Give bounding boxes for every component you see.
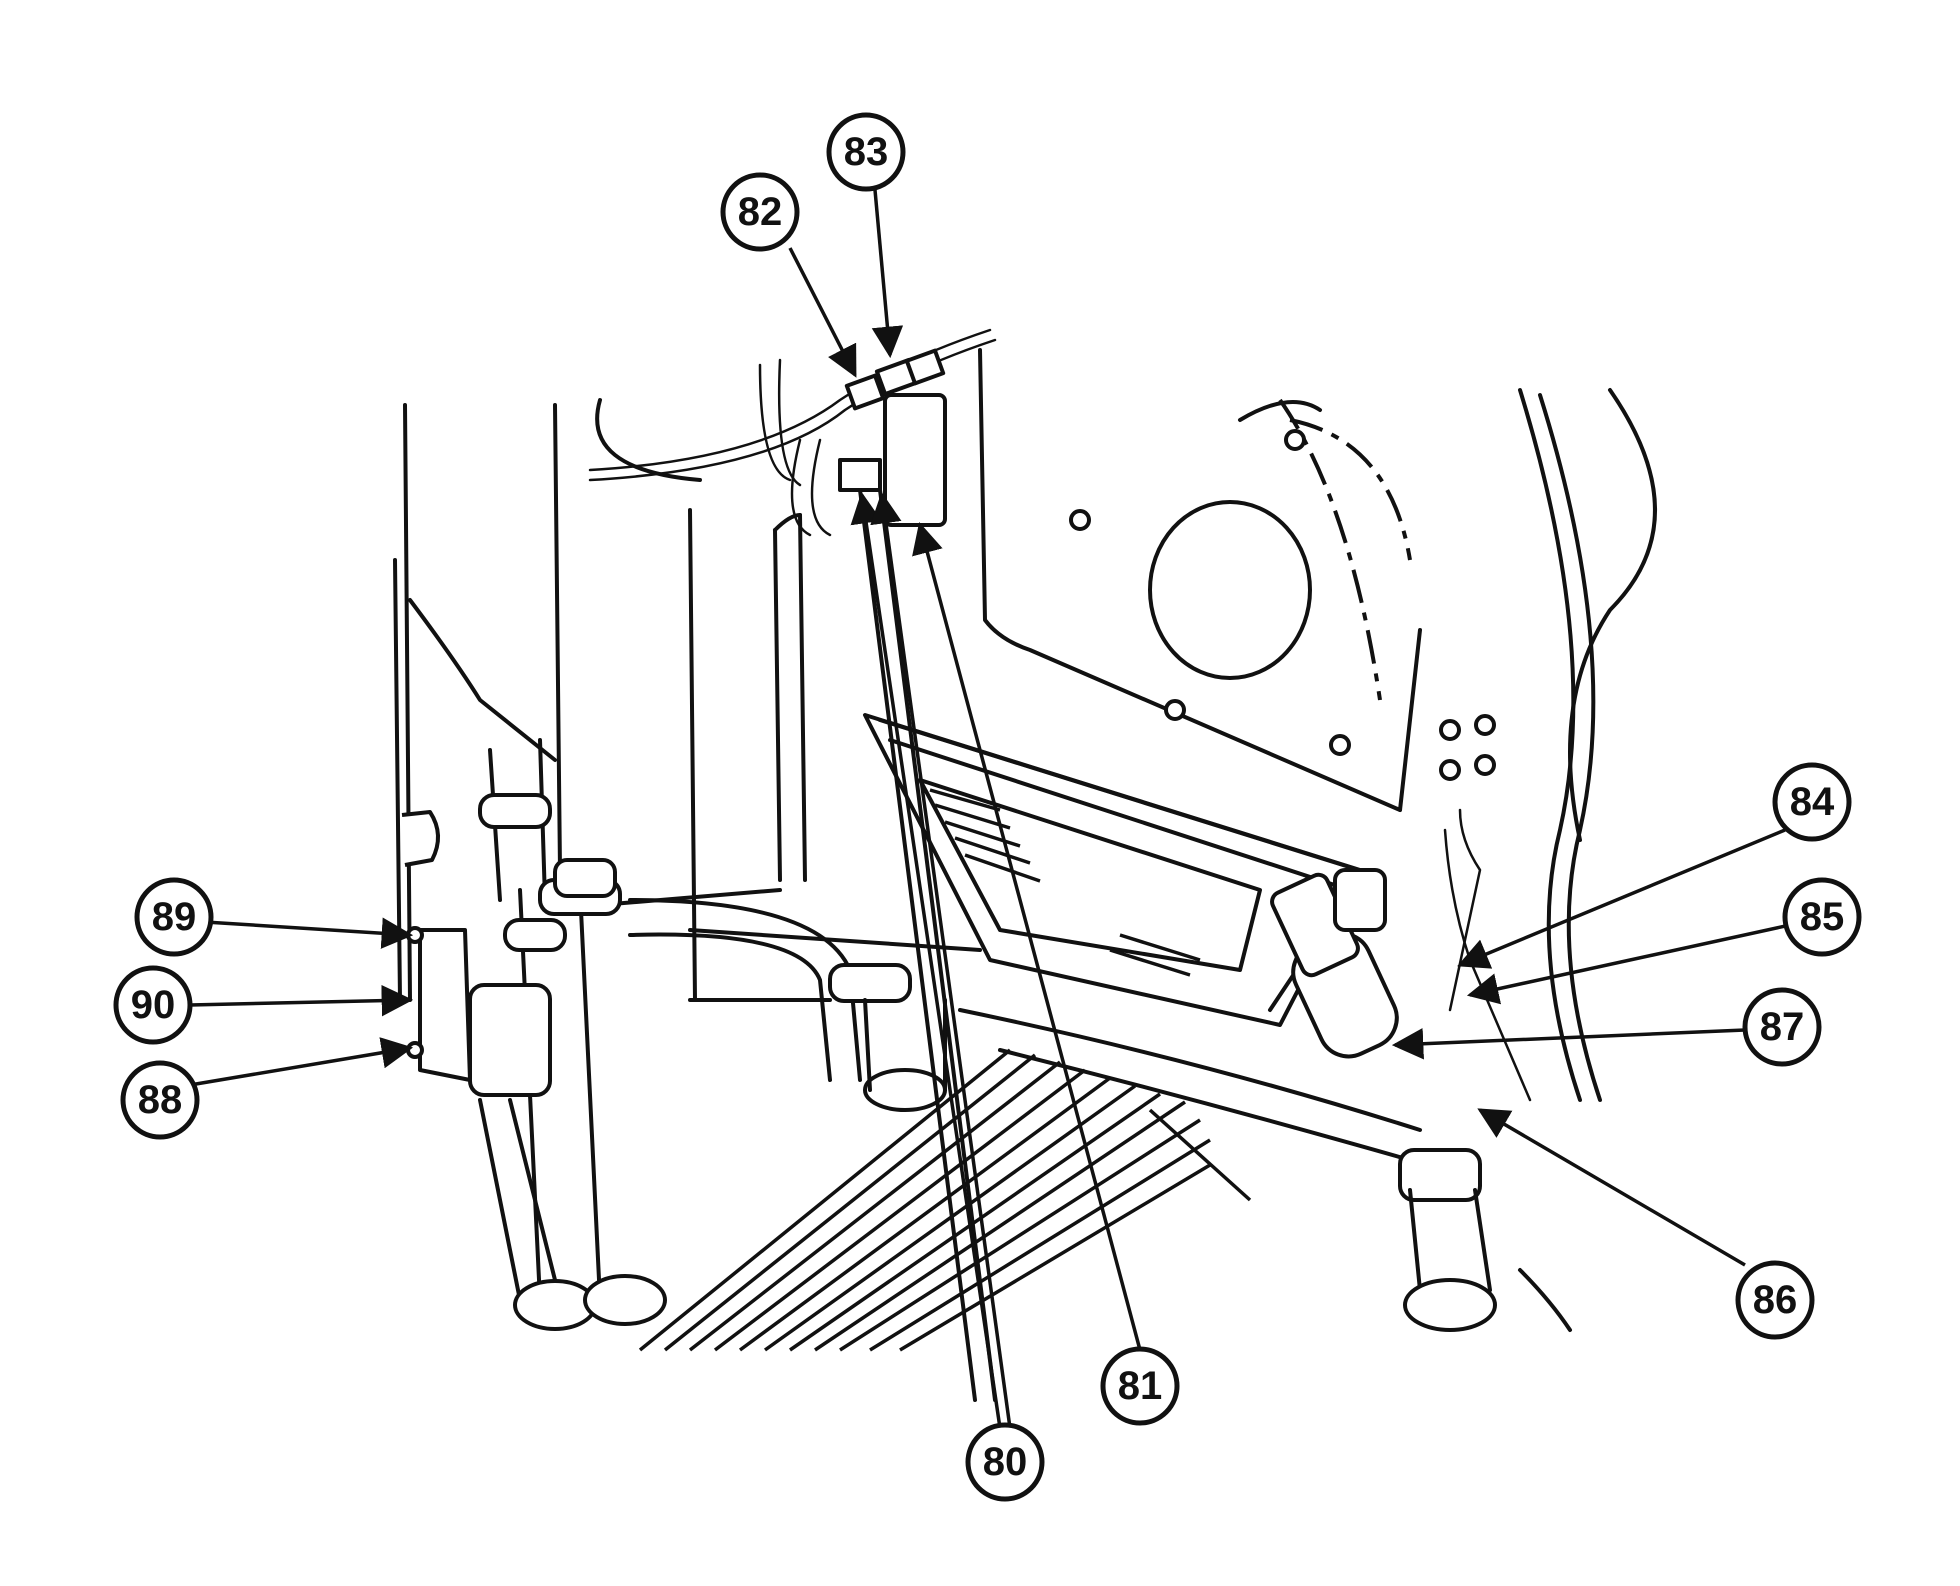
plate-hole-large bbox=[1148, 500, 1312, 680]
mounting-bracket bbox=[1333, 868, 1387, 932]
leader-88 bbox=[189, 1037, 414, 1087]
switch-body bbox=[468, 983, 552, 1097]
grille-hatch bbox=[929, 788, 1201, 977]
bolt-hole bbox=[1439, 719, 1461, 741]
equipment-line-art bbox=[393, 328, 1657, 1402]
hoses-left bbox=[406, 738, 667, 1331]
callout-83-label: 83 bbox=[844, 130, 889, 174]
callout-82: 82 bbox=[720, 172, 800, 252]
left-panel bbox=[393, 403, 557, 1002]
bolt-hole bbox=[1164, 699, 1186, 721]
leader-89 bbox=[204, 917, 414, 949]
callout-80-label: 80 bbox=[983, 1440, 1028, 1484]
bolt-hole bbox=[1069, 509, 1091, 531]
leader-80b bbox=[870, 491, 1012, 1429]
relay-box bbox=[883, 393, 947, 527]
center-pipe bbox=[628, 898, 947, 1112]
leader-82 bbox=[788, 247, 857, 378]
callout-87: 87 bbox=[1742, 987, 1822, 1067]
connector-plug bbox=[844, 373, 886, 411]
bolt-hole bbox=[1474, 754, 1496, 776]
callout-88: 88 bbox=[120, 1060, 200, 1140]
callout-85-label: 85 bbox=[1800, 895, 1845, 939]
leader-86 bbox=[1477, 1108, 1746, 1267]
callout-83: 83 bbox=[826, 112, 906, 192]
callout-89-label: 89 bbox=[152, 895, 197, 939]
callout-84: 84 bbox=[1772, 762, 1852, 842]
bolt-hole bbox=[1329, 734, 1351, 756]
leader-81 bbox=[912, 521, 1142, 1351]
lower-right-pipe bbox=[958, 1008, 1572, 1332]
callout-86-label: 86 bbox=[1753, 1278, 1798, 1322]
bolt-hole bbox=[1439, 759, 1461, 781]
callout-89: 89 bbox=[134, 877, 214, 957]
callout-86: 86 bbox=[1735, 1260, 1815, 1340]
hose-clamp bbox=[478, 793, 552, 829]
bolt-hole bbox=[1284, 429, 1306, 451]
callout-82-label: 82 bbox=[738, 190, 783, 234]
callout-87-label: 87 bbox=[1760, 1005, 1805, 1049]
hose-clamp bbox=[503, 918, 567, 952]
leader-85 bbox=[1466, 923, 1791, 1005]
callout-81: 81 bbox=[1100, 1346, 1180, 1426]
callout-90-label: 90 bbox=[131, 983, 176, 1027]
hose-end bbox=[583, 1274, 667, 1326]
wire-harness bbox=[588, 328, 997, 1402]
callout-81-label: 81 bbox=[1118, 1364, 1163, 1408]
hose-end bbox=[513, 1279, 597, 1331]
hose-clamp bbox=[553, 858, 617, 898]
callout-85: 85 bbox=[1782, 877, 1862, 957]
leader-lines bbox=[189, 189, 1791, 1429]
pipe-clamp bbox=[828, 963, 912, 1003]
leader-90 bbox=[189, 984, 414, 1017]
engine-mounting-plate bbox=[978, 348, 1496, 812]
callout-84-label: 84 bbox=[1790, 780, 1835, 824]
leader-87 bbox=[1391, 1028, 1746, 1060]
pipe-clamp bbox=[1398, 1148, 1482, 1202]
connector-plug bbox=[904, 348, 946, 386]
pipe-end bbox=[1403, 1278, 1497, 1332]
callout-90: 90 bbox=[113, 965, 193, 1045]
callout-80: 80 bbox=[965, 1422, 1045, 1502]
bolt-hole bbox=[1474, 714, 1496, 736]
leader-84 bbox=[1457, 828, 1786, 969]
leader-83 bbox=[871, 189, 904, 359]
callout-88-label: 88 bbox=[138, 1078, 183, 1122]
grille-duct bbox=[863, 713, 1399, 1059]
leader-80a bbox=[850, 491, 1002, 1429]
